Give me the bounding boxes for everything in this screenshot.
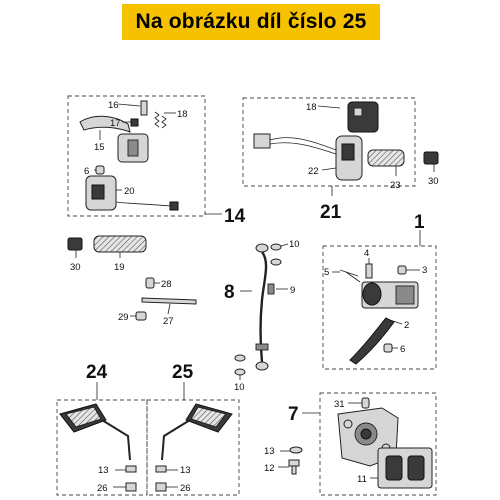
bleed-screw-31 [361, 397, 370, 409]
brake-lever-2 [349, 317, 395, 365]
cap-26-left [125, 482, 137, 492]
throttle-grip-23 [367, 149, 405, 167]
callout-6-left: 6 [84, 166, 89, 177]
callout-23: 23 [390, 180, 401, 191]
switch-housing-20 [85, 175, 179, 211]
callout-29: 29 [118, 312, 129, 323]
group-7-label: 7 [288, 404, 299, 425]
callout-9: 9 [290, 285, 295, 296]
clutch-lever-part [79, 115, 149, 163]
group-1-box [322, 245, 437, 370]
callout-13-left: 13 [98, 465, 109, 476]
screw-6-left [95, 165, 105, 175]
callout-4: 4 [364, 248, 369, 259]
callout-30-right: 30 [428, 176, 439, 187]
spring-18-left [154, 111, 167, 129]
throttle-switch-22 [335, 135, 363, 181]
callout-18-left: 18 [177, 109, 188, 120]
group-25-label: 25 [172, 362, 194, 383]
group-7-box [319, 392, 437, 496]
callout-27: 27 [163, 316, 174, 327]
group-25-box [146, 399, 240, 496]
callout-2: 2 [404, 320, 409, 331]
master-cylinder [361, 281, 419, 309]
screw-28 [145, 277, 155, 289]
wire-connector [253, 133, 337, 155]
callout-26-right: 26 [180, 483, 191, 494]
callout-13-caliper: 13 [264, 446, 275, 457]
washer-10-top [270, 243, 282, 266]
screw-6-right [383, 343, 393, 353]
screw-4 [365, 263, 373, 279]
mirror-right [161, 403, 233, 461]
group-14-label: 14 [224, 206, 246, 227]
callout-15: 15 [94, 142, 105, 153]
cap-26-right [155, 482, 167, 492]
left-grip-19 [93, 235, 147, 253]
group-1-label: 1 [414, 212, 425, 233]
callout-17: 17 [110, 118, 121, 129]
washer-13-caliper [289, 446, 303, 454]
callout-19: 19 [114, 262, 125, 273]
rod-27 [141, 297, 197, 305]
group-8-label: 8 [224, 282, 235, 303]
callout-11: 11 [357, 474, 367, 485]
switch-top-18 [347, 101, 379, 133]
callout-5: 5 [324, 267, 329, 278]
group-21-box [242, 97, 416, 187]
title-banner: Na obrázku díl číslo 25 [122, 4, 380, 40]
brake-pads-11 [377, 447, 433, 489]
group-21-label: 21 [320, 202, 342, 223]
callout-3: 3 [422, 265, 427, 276]
callout-10-bottom: 10 [234, 382, 245, 393]
group-24-box [56, 399, 148, 496]
bar-end-30-right [423, 151, 439, 165]
clip-29 [135, 311, 147, 321]
nut-13-right [155, 465, 167, 473]
callout-6-right: 6 [400, 344, 405, 355]
washer-10-bottom [234, 354, 246, 376]
bar-end-30-left [67, 237, 83, 251]
callout-13-right: 13 [180, 465, 191, 476]
brake-hose [255, 243, 275, 371]
callout-12: 12 [264, 463, 275, 474]
callout-10-top: 10 [289, 239, 300, 250]
bolt-12 [288, 459, 300, 475]
screw-3 [397, 265, 407, 275]
callout-26-left: 26 [97, 483, 108, 494]
group-14-box [67, 95, 206, 217]
screw-16 [140, 100, 148, 116]
callout-22: 22 [308, 166, 319, 177]
screw-17 [130, 118, 139, 127]
callout-16: 16 [108, 100, 119, 111]
screw-5 [339, 269, 361, 283]
callout-28: 28 [161, 279, 172, 290]
title-text: Na obrázku díl číslo 25 [135, 10, 367, 33]
mirror-left [59, 403, 131, 461]
callout-20: 20 [124, 186, 135, 197]
callout-31: 31 [334, 399, 345, 410]
group-24-label: 24 [86, 362, 108, 383]
nut-13-left [125, 465, 137, 473]
callout-18-right: 18 [306, 102, 317, 113]
callout-30-left: 30 [70, 262, 81, 273]
